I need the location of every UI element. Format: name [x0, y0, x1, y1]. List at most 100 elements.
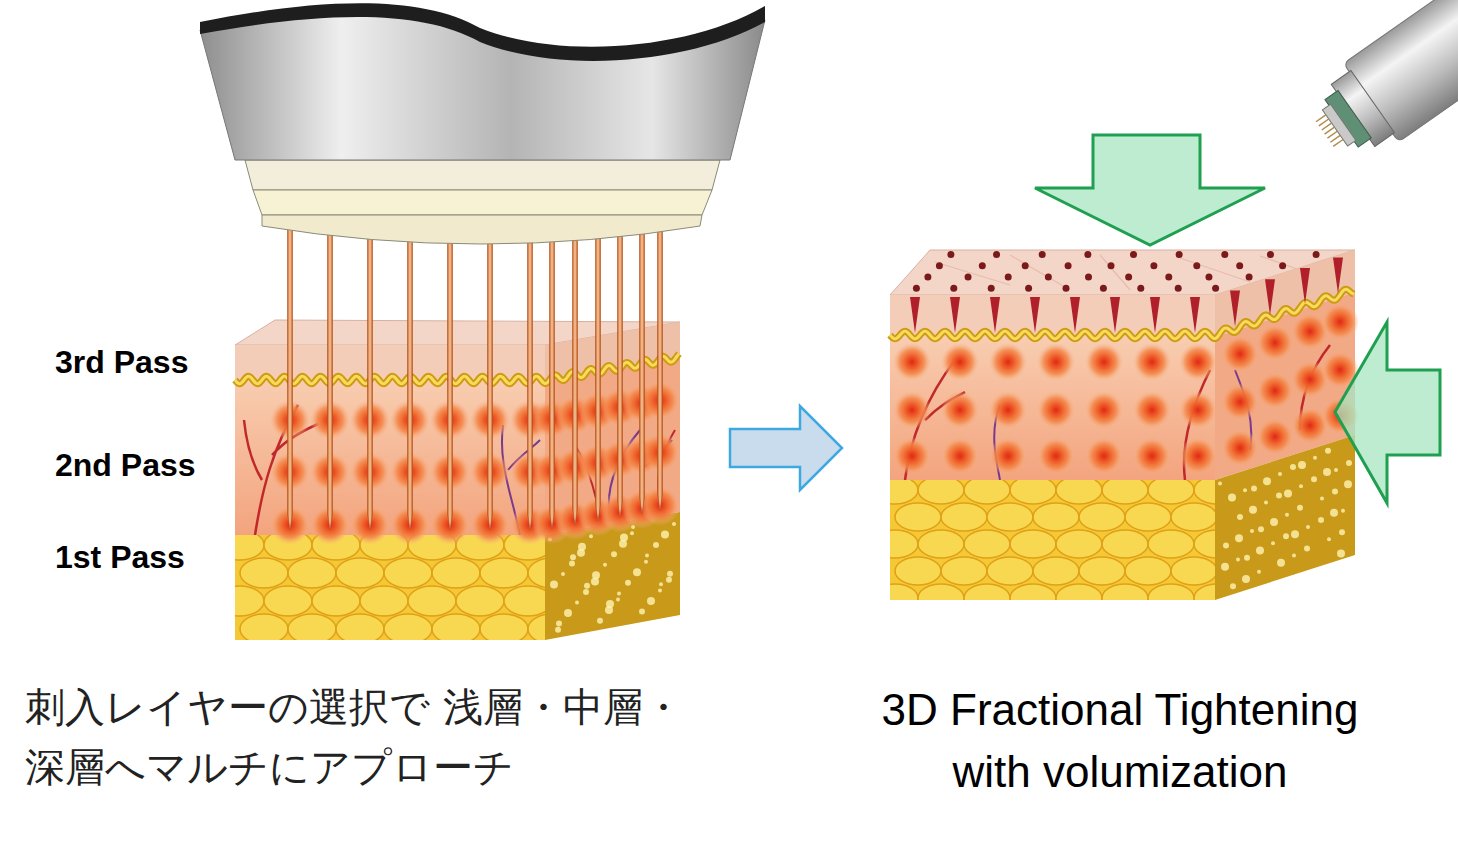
fat-cell [1102, 480, 1148, 504]
fat-cell [890, 480, 918, 504]
fat-cell [264, 586, 312, 616]
micro-channel [1230, 291, 1240, 327]
fat-cell [528, 614, 545, 640]
surface-dot [1176, 251, 1183, 258]
heat-spot [989, 437, 1027, 475]
fat-cell [1194, 530, 1215, 558]
fat-sparkle [591, 577, 599, 585]
fat-cell [384, 614, 432, 640]
surface-dot [1084, 251, 1091, 258]
fat-sparkle [619, 540, 627, 548]
surface-dot [1085, 274, 1092, 281]
surface-dot [1039, 251, 1046, 258]
fat-sparkle [1291, 530, 1299, 538]
micro-channel [950, 297, 960, 333]
fat-cell [408, 586, 456, 616]
fat-cell [235, 586, 264, 616]
compression-arrow [1035, 135, 1265, 245]
fat-sparkle [645, 554, 649, 558]
fat-cell [336, 558, 384, 588]
fat-cell [1148, 480, 1194, 504]
fat-sparkle [1327, 537, 1331, 541]
basement-membrane [235, 354, 679, 384]
heat-spot [1133, 437, 1171, 475]
fat-cell [895, 557, 941, 585]
heat-spot [1037, 343, 1075, 381]
fat-cell [1148, 530, 1194, 558]
fat-sparkle [625, 580, 631, 586]
skin-texture [935, 255, 1300, 290]
fat-cell [1010, 480, 1056, 504]
pass-label: 1st Pass [55, 538, 185, 576]
micro-channel [1333, 257, 1343, 293]
fat-sparkle [1341, 509, 1345, 513]
handpiece-cap [1322, 104, 1355, 146]
heat-spot [1221, 335, 1259, 373]
fat-sparkle [1323, 468, 1331, 476]
heat-spot [1037, 391, 1075, 429]
fat-cell [918, 480, 964, 504]
fat-cell [1102, 584, 1148, 600]
surface-dot [1108, 262, 1115, 269]
needle [573, 220, 578, 525]
heat-spot [1221, 429, 1259, 467]
micro-channel [910, 297, 920, 333]
fat-cell [918, 584, 964, 600]
micro-channel [1030, 297, 1040, 333]
fat-cell [918, 530, 964, 558]
heat-spot [1133, 343, 1171, 381]
fat-sparkle [1283, 533, 1289, 539]
skin-block [235, 320, 680, 640]
fat-cell [480, 558, 528, 588]
fat-sparkle [561, 572, 565, 576]
surface-dot [950, 285, 957, 292]
fat-sparkle [1249, 506, 1257, 514]
surface-dot [1205, 274, 1212, 281]
fat-sparkle [1318, 517, 1324, 523]
fat-cells [235, 535, 545, 640]
flow-arrow [730, 406, 842, 490]
surface-dot [1025, 285, 1032, 292]
device-band [262, 215, 702, 244]
fat-sparkle [639, 608, 645, 614]
fat-sparkle [1330, 509, 1338, 517]
surface-dot [993, 251, 1000, 258]
fat-sparkle [1298, 461, 1306, 469]
heat-spot [893, 437, 931, 475]
device-top [200, 3, 765, 61]
fat-cell [480, 614, 528, 640]
fat-cell [240, 558, 288, 588]
needle [368, 220, 373, 530]
fat-sparkle [661, 531, 669, 539]
fat-cell [941, 557, 987, 585]
fat-sparkle [1284, 490, 1292, 498]
fat-sparkle [1230, 583, 1236, 589]
fat-sparkle [569, 560, 575, 566]
fat-sparkle [1332, 488, 1338, 494]
fat-sparkle [616, 598, 620, 602]
needle [658, 220, 663, 510]
fat-sparkle [1264, 501, 1268, 505]
fat-sparkle [666, 577, 672, 583]
fat-sparkle [611, 551, 617, 557]
surface-dot [1221, 251, 1228, 258]
fat-cell [384, 558, 432, 588]
surface-dot [1175, 285, 1182, 292]
needle [448, 220, 453, 530]
fat-cell [895, 503, 941, 531]
fat-cell [312, 586, 360, 616]
surface-dot [1065, 262, 1072, 269]
heat-spot [1256, 372, 1294, 410]
fat-sparkle [1242, 575, 1250, 583]
fat-sparkle [644, 560, 648, 564]
heat-spot [1321, 303, 1359, 341]
fat-sparkle [1276, 492, 1282, 498]
surface-dot [913, 285, 920, 292]
fat-sparkle [1218, 481, 1222, 485]
fat-sparkle [1250, 529, 1254, 533]
fat-sparkle [1285, 513, 1289, 517]
basement-membrane [235, 354, 679, 384]
fat-sparkle [1228, 494, 1236, 502]
fat-sparkle [577, 549, 585, 557]
skin-detail [872, 251, 1359, 612]
